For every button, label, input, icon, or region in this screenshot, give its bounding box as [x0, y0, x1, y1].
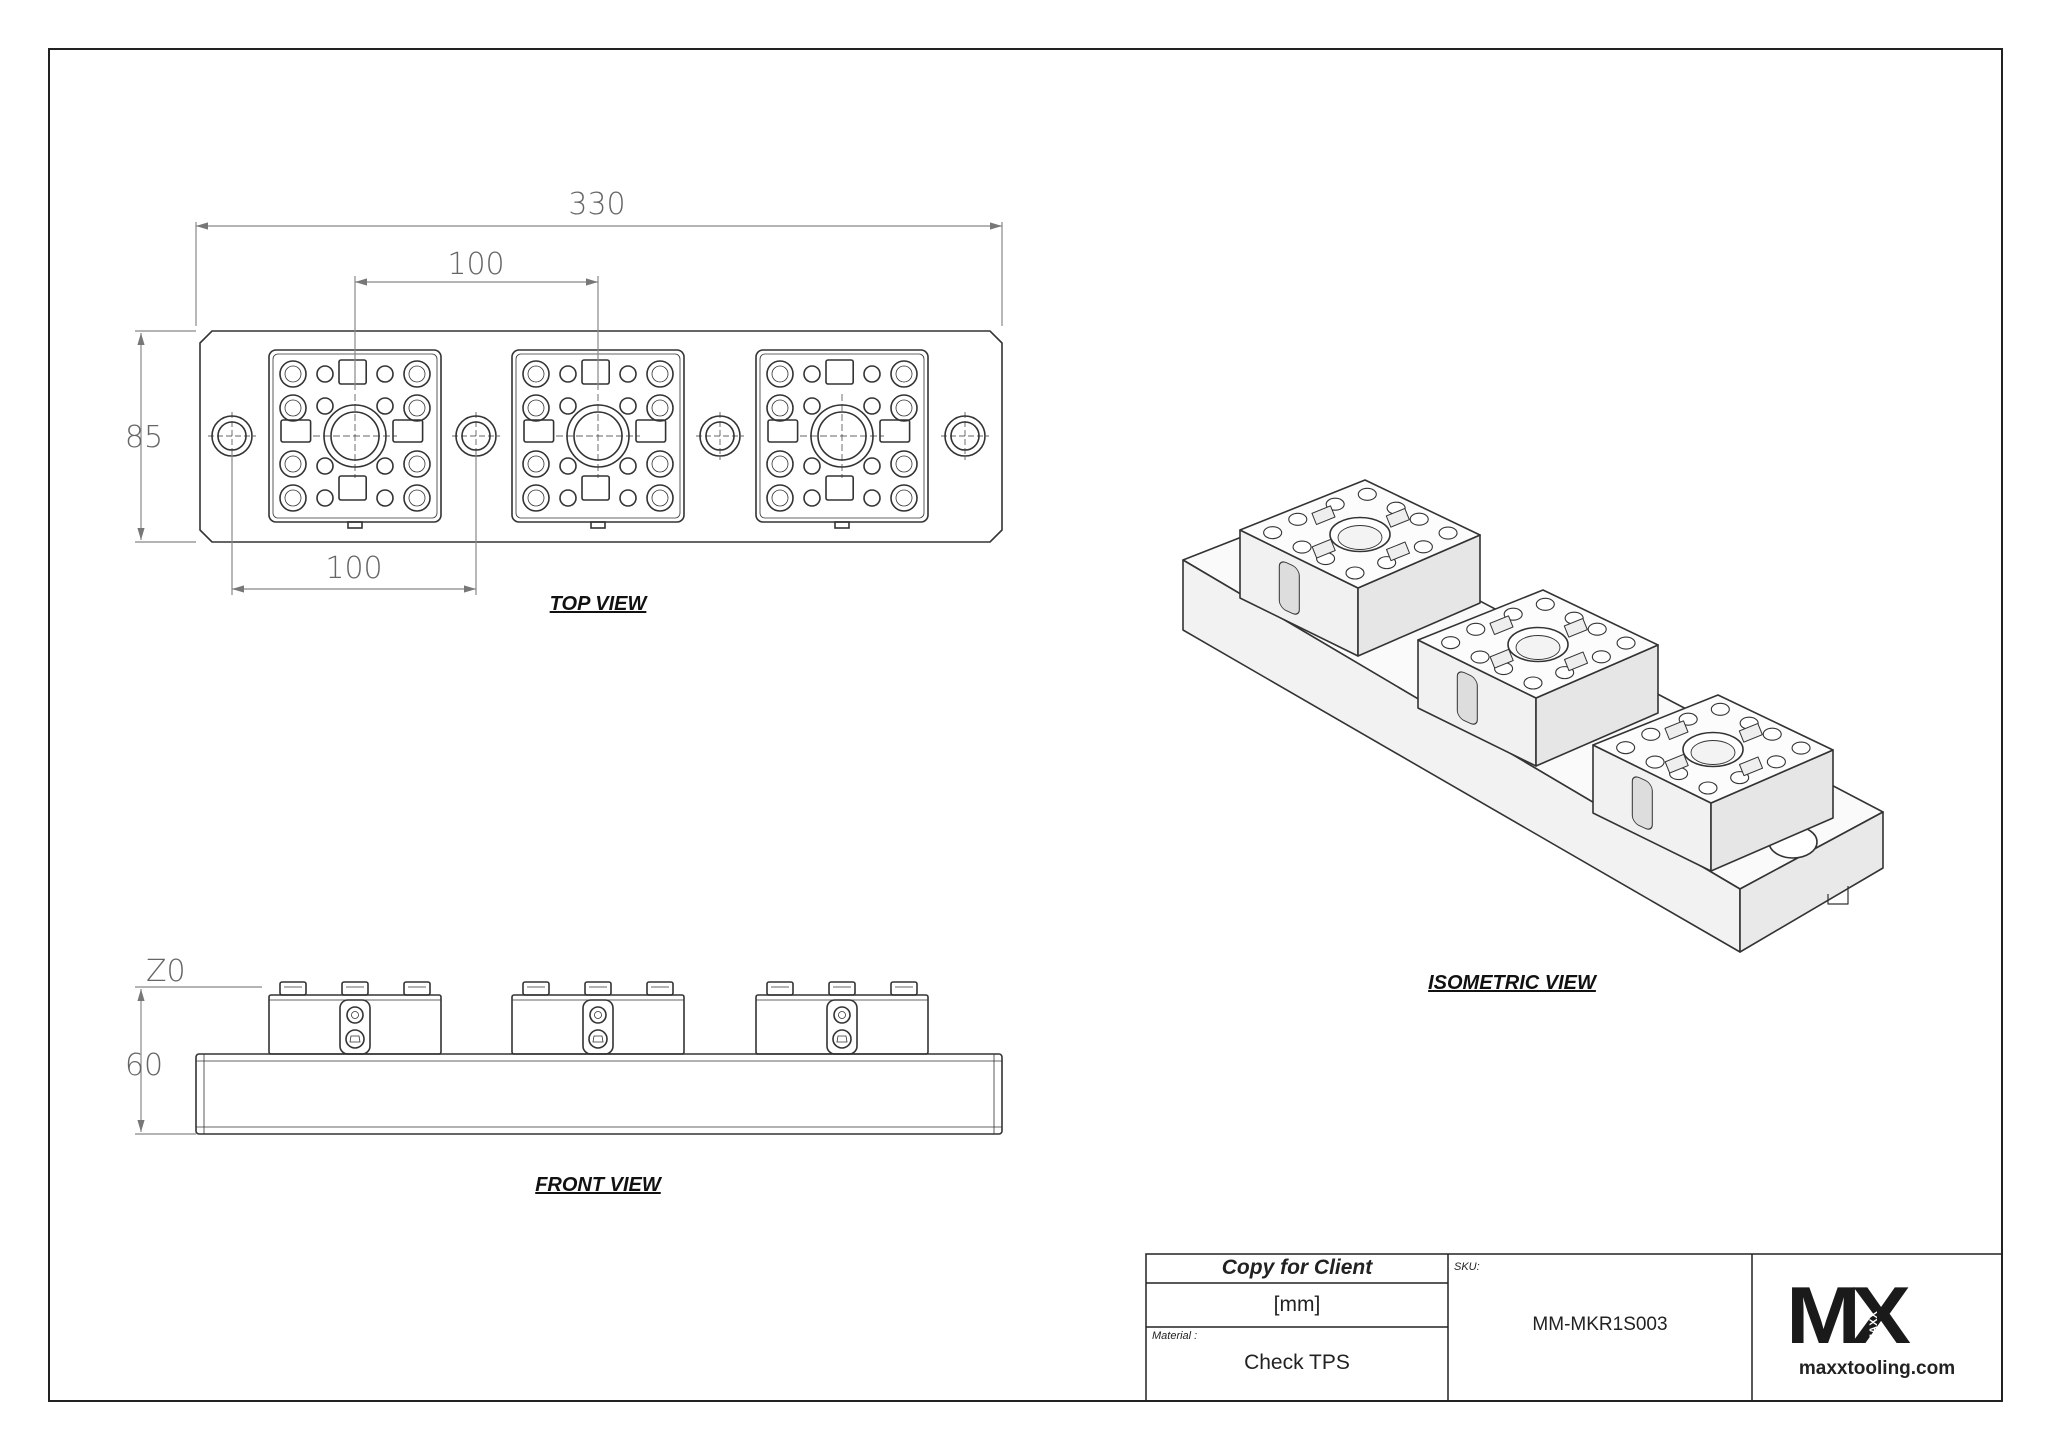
top-view-plate-outline: [199, 330, 1003, 543]
logo-maxx-vertical: MAXX: [1868, 1311, 1880, 1343]
dim-width: 85: [125, 420, 163, 455]
material-label: Material :: [1152, 1330, 1197, 1342]
logo-mx: MX: [1786, 1270, 1911, 1361]
top-view-label: TOP VIEW: [550, 593, 649, 615]
front-view-base: [195, 1053, 1003, 1135]
units-label: [mm]: [1274, 1293, 1321, 1316]
dim-pitch-top: 100: [447, 247, 504, 282]
iso-module-1: [1239, 479, 1481, 657]
iso-module-2: [1417, 589, 1659, 767]
iso-base-right: [1739, 811, 1884, 953]
front-module-1: [268, 981, 442, 1055]
material-value: Check TPS: [1244, 1351, 1350, 1374]
dim-z-reference: Z0: [146, 954, 186, 989]
iso-module-3: [1592, 694, 1834, 872]
front-module-2: [511, 981, 685, 1055]
front-module-3: [755, 981, 929, 1055]
sku-label: SKU:: [1454, 1261, 1480, 1273]
isometric-view: [1182, 479, 1884, 953]
title-block: [1145, 1253, 2003, 1402]
company-logo: MX MAXX: [1786, 1270, 1921, 1361]
copy-for-client-label: Copy for Client: [1222, 1256, 1374, 1279]
isometric-view-label: ISOMETRIC VIEW: [1428, 972, 1598, 994]
sku-value: MM-MKR1S003: [1532, 1314, 1667, 1335]
front-view-label: FRONT VIEW: [535, 1174, 663, 1196]
mounting-hole-4: [941, 412, 989, 460]
top-view: [199, 330, 1003, 543]
front-view-dimensions: [135, 986, 262, 1135]
dim-overall-length: 330: [568, 187, 625, 222]
top-view-dimensions: [135, 222, 1003, 595]
front-view: [195, 981, 1003, 1135]
website-label: maxxtooling.com: [1799, 1358, 1955, 1379]
top-module-3: [755, 349, 929, 529]
dim-height: 60: [125, 1048, 163, 1083]
mounting-hole-3: [696, 412, 744, 460]
sheet-border: [48, 48, 2003, 1402]
dim-pitch-bottom: 100: [325, 551, 382, 586]
